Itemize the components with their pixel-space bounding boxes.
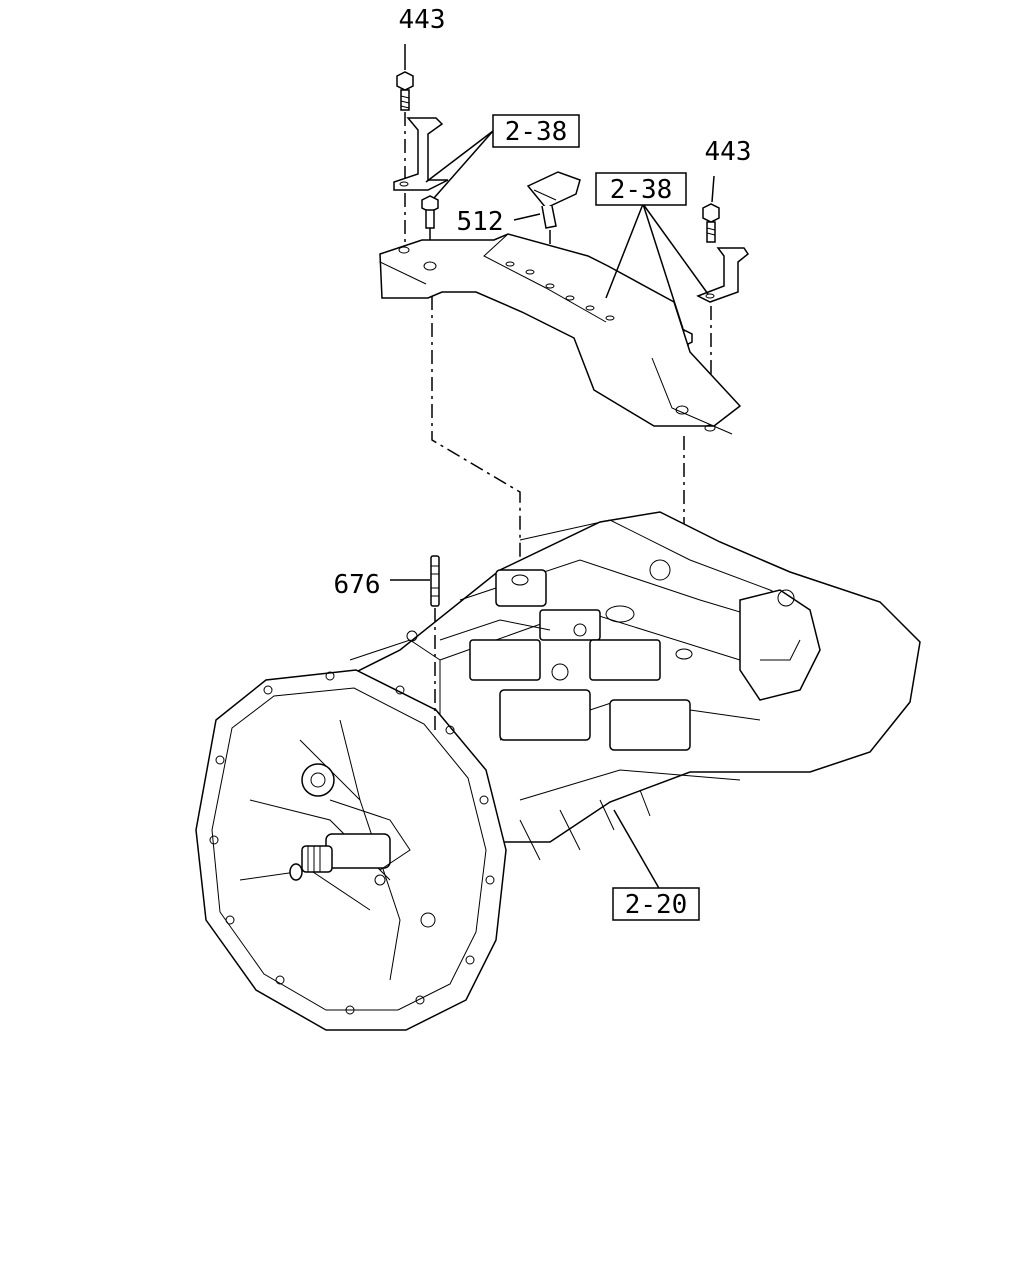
ref-box-bracket-right xyxy=(595,172,687,206)
bolt-small-left xyxy=(421,195,439,229)
ref-label-transmission: 2-20 xyxy=(625,890,688,920)
leader-line xyxy=(642,203,709,295)
leader-line xyxy=(613,809,661,891)
stud-676 xyxy=(430,555,440,607)
alignment-line xyxy=(431,296,521,574)
crossmember xyxy=(379,233,742,435)
leader-line xyxy=(513,213,541,221)
bracket-right xyxy=(696,247,750,303)
ref-box-transmission xyxy=(612,887,700,921)
ref-label-bracket-right: 2-38 xyxy=(610,175,673,205)
leader-line xyxy=(425,130,494,183)
ref-box-bracket-left xyxy=(492,114,580,148)
bolt-right xyxy=(702,203,720,243)
transmission xyxy=(195,511,921,1031)
ref-label-bracket-left: 2-38 xyxy=(505,117,568,147)
callout-bolt-right: 443 xyxy=(705,137,752,167)
leader-line xyxy=(605,203,644,299)
clip-512 xyxy=(526,171,581,229)
bolt-left xyxy=(396,71,414,111)
callout-clip: 512 xyxy=(457,207,504,237)
leader-line xyxy=(433,130,494,199)
callout-stud: 676 xyxy=(334,570,381,600)
callout-bolt-left: 443 xyxy=(399,5,446,35)
bracket-left xyxy=(393,117,449,191)
leader-line xyxy=(711,175,715,203)
leader-line xyxy=(642,203,685,333)
